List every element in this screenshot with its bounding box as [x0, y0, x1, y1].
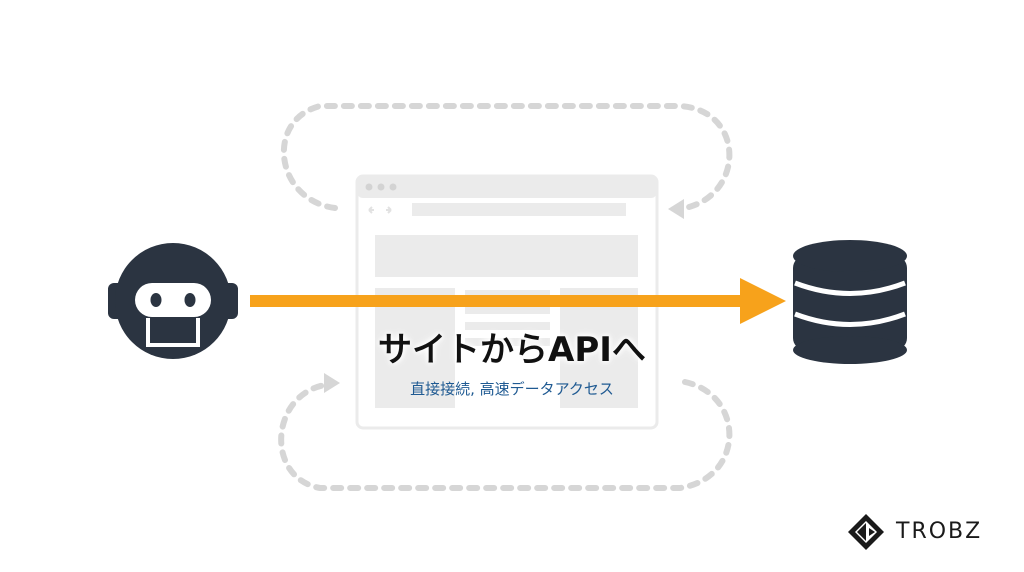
- diagram-subtitle: 直接接続, 高速データアクセス: [410, 380, 614, 398]
- database-icon: [793, 240, 907, 364]
- loop-arrowhead-top: [668, 199, 684, 219]
- brand-name: TROBZ: [896, 519, 983, 544]
- trobz-logo-icon: [848, 514, 884, 550]
- diagram-title: サイトからAPIへ: [378, 330, 646, 370]
- direct-connection-arrow: [250, 278, 786, 324]
- loop-arrowhead-bottom: [324, 373, 340, 393]
- dashed-loop-bottom: [278, 373, 733, 491]
- robot-head-icon: [108, 243, 238, 359]
- dashed-loop-top: [280, 103, 733, 219]
- brand-logo[interactable]: TROBZ: [846, 512, 1006, 552]
